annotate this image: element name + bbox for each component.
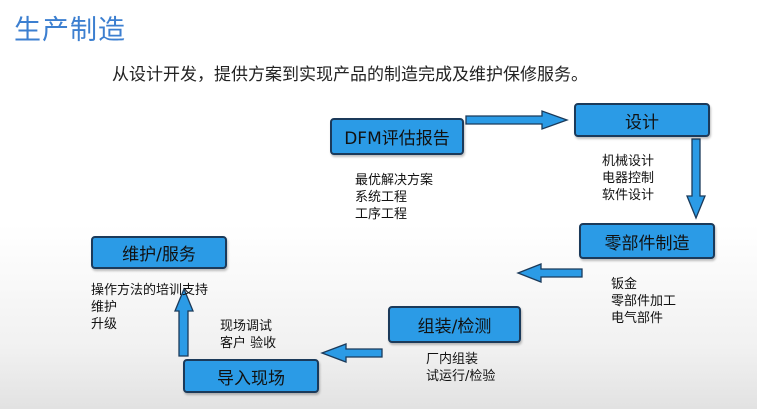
assembly-note-item: 试运行/检验	[426, 369, 496, 384]
maintain-notes: 操作方法的培训支持 维护 升级	[91, 282, 208, 333]
step-onsite-install[interactable]: 导入现场	[183, 359, 319, 393]
install-note-item: 客户 验收	[220, 336, 277, 351]
arrow-dfm-to-design	[465, 110, 569, 130]
dfm-note-item: 工序工程	[355, 207, 408, 222]
design-note-item: 电器控制	[602, 171, 655, 186]
design-notes: 机械设计 电器控制 软件设计	[602, 153, 654, 204]
install-note-item: 现场调试	[220, 319, 273, 334]
design-note-item: 机械设计	[602, 154, 655, 169]
step-maintain-label: 维护/服务	[122, 245, 196, 265]
parts-notes: 钣金 零部件加工 电气部件	[611, 276, 676, 327]
step-assembly-label: 组装/检测	[417, 317, 492, 337]
step-parts-label: 零部件制造	[604, 233, 690, 254]
arrow-design-to-parts	[686, 138, 706, 220]
install-notes: 现场调试 客户 验收	[220, 318, 276, 352]
parts-note-item: 零部件加工	[611, 294, 677, 309]
arrow-parts-to-assembly	[516, 263, 583, 283]
dfm-note-item: 最优解决方案	[355, 173, 434, 188]
parts-note-item: 钣金	[611, 277, 638, 292]
arrow-assembly-to-install	[320, 343, 383, 363]
page-title: 生产制造	[14, 15, 126, 46]
step-maintenance-service[interactable]: 维护/服务	[91, 236, 227, 269]
design-note-item: 软件设计	[602, 188, 655, 203]
dfm-note-item: 系统工程	[355, 190, 408, 205]
step-dfm-label: DFM评估报告	[344, 129, 450, 149]
dfm-notes: 最优解决方案 系统工程 工序工程	[355, 172, 433, 223]
step-design[interactable]: 设计	[574, 103, 710, 137]
step-assembly-inspection[interactable]: 组装/检测	[388, 306, 521, 343]
assembly-notes: 厂内组装 试运行/检验	[426, 351, 495, 385]
page-subtitle: 从设计开发，提供方案到实现产品的制造完成及维护保修服务。	[112, 65, 588, 85]
maintain-note-item: 维护	[91, 300, 118, 315]
step-dfm-report[interactable]: DFM评估报告	[330, 118, 464, 155]
arrow-install-to-maintain	[174, 287, 194, 357]
maintain-note-item: 操作方法的培训支持	[91, 283, 209, 298]
parts-note-item: 电气部件	[611, 311, 664, 326]
step-parts-manufacturing[interactable]: 零部件制造	[579, 223, 715, 259]
maintain-note-item: 升级	[91, 317, 118, 332]
step-install-label: 导入现场	[217, 368, 285, 389]
assembly-note-item: 厂内组装	[426, 352, 479, 367]
step-design-label: 设计	[625, 112, 659, 133]
